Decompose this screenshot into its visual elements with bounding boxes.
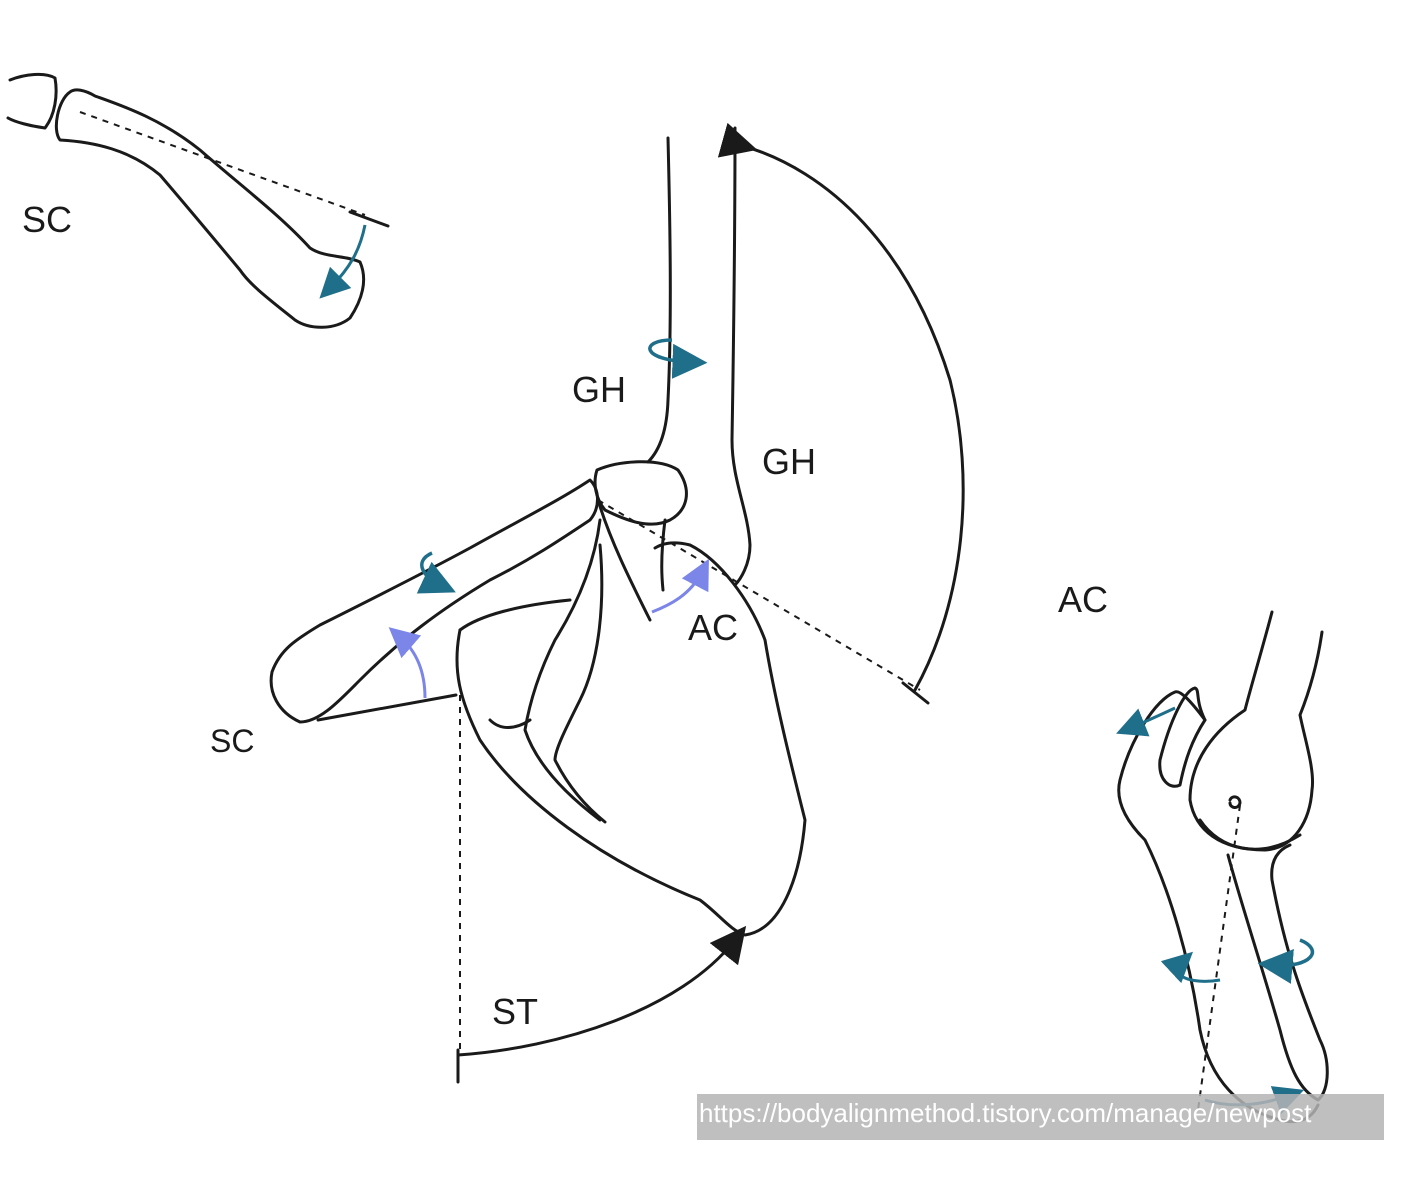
label-st: ST <box>492 991 538 1032</box>
label-ac-center: AC <box>688 607 738 648</box>
scapula-clavicle-complex <box>269 122 965 1084</box>
clavicle-sc-view <box>6 72 390 329</box>
label-sc-left: SC <box>210 723 254 759</box>
forearm-ac-view <box>1116 610 1329 1124</box>
label-sc-top: SC <box>22 199 72 240</box>
watermark-background <box>697 1094 1384 1140</box>
label-gh-right: GH <box>762 441 816 482</box>
label-ac-right: AC <box>1058 579 1108 620</box>
watermark-url: https://bodyalignmethod.tistory.com/mana… <box>699 1098 1312 1128</box>
label-gh-top: GH <box>572 369 626 410</box>
